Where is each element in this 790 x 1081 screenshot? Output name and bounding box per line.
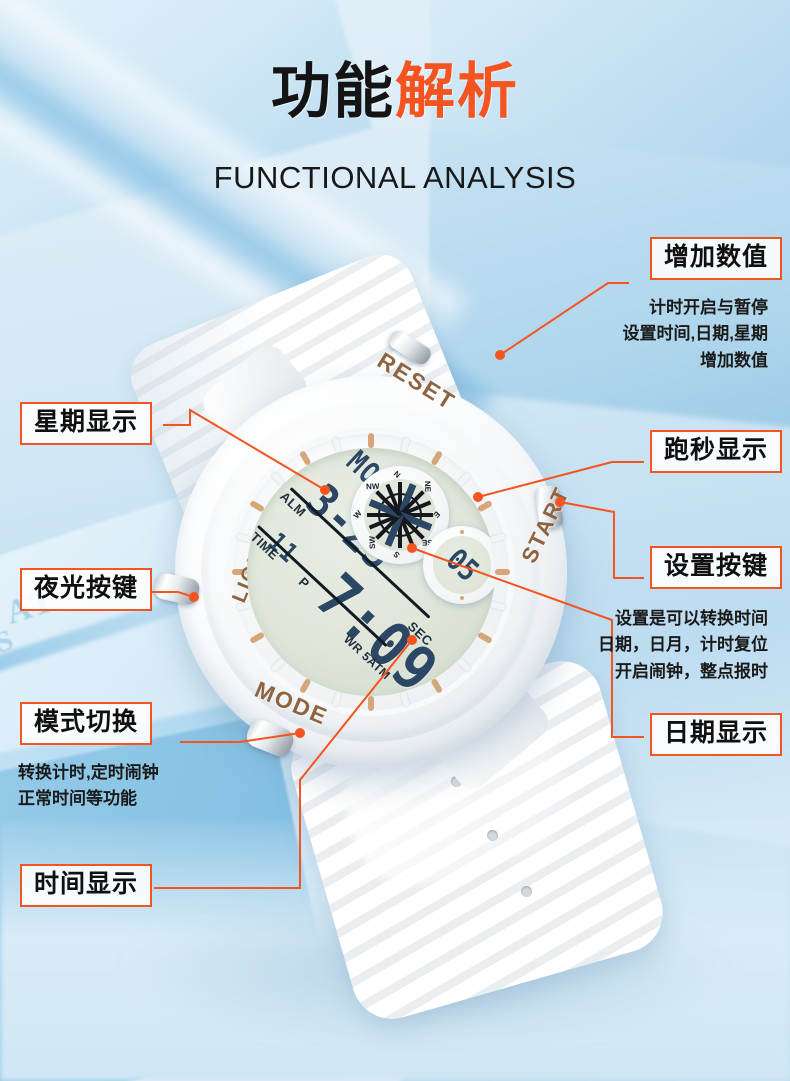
callout-desc-line: 计时开启与暂停 (649, 298, 768, 317)
callout-desc-line: 设置时间,日期,星期 (622, 324, 768, 344)
compass-direction-nw: NW (365, 481, 380, 491)
page-title-dark: 功能 (271, 58, 395, 125)
strap-hole (521, 886, 532, 897)
bezel-tick (368, 696, 374, 711)
page-title: 功能解析 (0, 62, 790, 122)
compass-direction-ne: NE (423, 480, 433, 492)
callout-mode-switch-title: 模式切换 (20, 702, 153, 745)
callout-desc-line: 开启闹钟，整点报时 (615, 661, 768, 681)
callout-desc-line: 增加数值 (700, 350, 768, 370)
bezel-tick (368, 433, 374, 448)
callout-date-display-title: 日期显示 (650, 713, 783, 756)
compass-spokes (364, 479, 436, 551)
callout-desc-line: 正常时间等功能 (18, 789, 137, 809)
callout-desc-line: 设置是可以转换时间 (615, 609, 768, 628)
callout-light-button-title: 夜光按键 (20, 568, 153, 611)
callout-setting-button-desc: 设置是可以转换时间 日期，日月，计时复位 开启闹钟，整点报时 (598, 606, 768, 685)
watch-tick-ring (227, 428, 515, 716)
page-subtitle: FUNCTIONAL ANALYSIS (213, 160, 577, 195)
seconds-dial-dot (460, 596, 464, 600)
callout-desc-line: 转换计时,定时闹钟 (18, 763, 159, 782)
compass-direction-s: S (391, 549, 402, 560)
strap-hole (451, 776, 462, 787)
seconds-dial-dot (460, 530, 464, 534)
strap-hole (487, 830, 498, 841)
compass-direction-sw: SW (367, 536, 377, 550)
callout-setting-button-title: 设置按键 (650, 546, 783, 589)
bezel-tick (456, 657, 472, 673)
callout-desc-line: 日期，日月，计时复位 (598, 635, 768, 655)
seconds-display: 05 (433, 536, 491, 594)
callout-weekday-display-title: 星期显示 (20, 402, 153, 445)
watch-product-image: RESET START LIGHT MODE MON 3-25 7:09 11 … (120, 244, 673, 1029)
callout-increase-value-title: 增加数值 (650, 237, 783, 280)
compass-direction-w: W (351, 508, 364, 521)
callout-time-display-title: 时间显示 (20, 864, 153, 907)
bezel-tick (495, 569, 510, 575)
seconds-subdial: 05 (423, 526, 495, 604)
callout-increase-value-desc: 计时开启与暂停 设置时间,日期,星期 增加数值 (623, 295, 768, 374)
page-title-accent: 解析 (395, 58, 519, 125)
callout-mode-switch-desc: 转换计时,定时闹钟 正常时间等功能 (18, 760, 159, 813)
callout-stopwatch-display-title: 跑秒显示 (650, 430, 783, 473)
seconds-value: 05 (438, 541, 486, 589)
watch-lcd-screen: MON 3-25 7:09 11 ALM TIME P SEC WR 5ATM … (247, 448, 495, 696)
compass-spoke (398, 482, 402, 515)
